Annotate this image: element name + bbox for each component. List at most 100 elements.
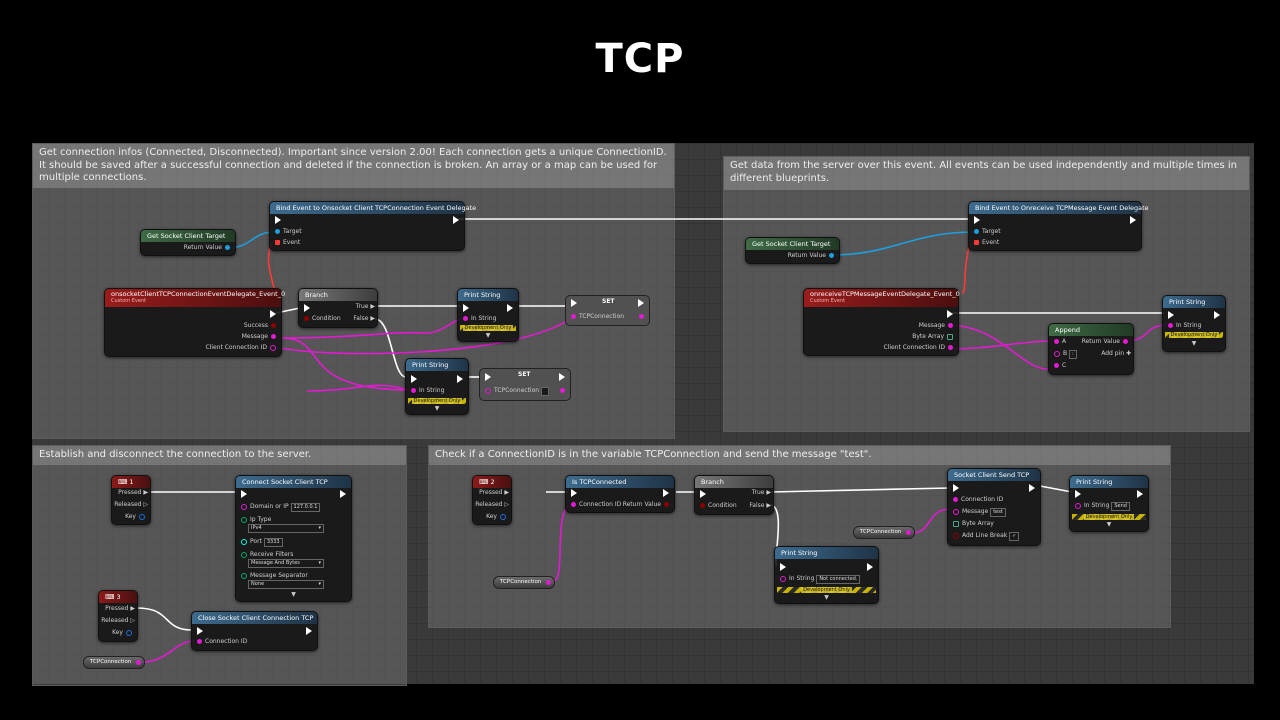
released-pin[interactable]: Released ▷ [475,501,509,508]
return-value-pin[interactable]: Return Value [1082,338,1131,345]
return-value-pin[interactable]: Return Value [623,501,672,508]
add-pin-button[interactable]: Add pin ✚ [1101,350,1131,357]
output-pin[interactable] [636,313,647,320]
socket-client-send-tcp-node[interactable]: Socket Client Send TCP Connection ID Mes… [947,468,1041,546]
byte-array-pin[interactable]: Byte Array [950,520,994,527]
target-pin[interactable]: Target [971,228,1001,235]
connection-id-pin[interactable]: Connection ID [950,496,1003,503]
domain-or-ip-pin[interactable]: Domain or IP 127.0.0.1 [238,503,321,512]
exec-out-icon[interactable] [1137,490,1143,498]
set-tcpconnection-node[interactable]: SET TCPConnection [479,368,571,401]
tcpconnection-variable[interactable]: TCPConnection [853,526,915,539]
print-string-node[interactable]: Print String In String Not connected. De… [774,546,879,604]
message-input[interactable]: test [990,508,1006,517]
key-1-event-node[interactable]: ⌨ 1 Pressed ▶ Released ▷ Key [111,475,151,525]
in-string-pin[interactable]: In String [1165,322,1201,329]
bind-event-connection-node[interactable]: Bind Event to Onsocket Client TCPConnect… [269,201,476,251]
exec-in-icon[interactable] [411,375,417,383]
exec-in-icon[interactable] [275,216,281,224]
pressed-pin[interactable]: Pressed ▶ [118,489,148,496]
c-pin[interactable]: C [1051,362,1066,369]
exec-out-icon[interactable] [663,489,669,497]
client-connection-id-pin[interactable]: Client Connection ID [883,344,956,351]
key-2-event-node[interactable]: ⌨ 2 Pressed ▶ Released ▷ Key [472,475,512,525]
message-pin[interactable]: Message [242,333,279,340]
condition-pin[interactable]: Condition [301,315,341,322]
exec-out-icon[interactable] [638,299,644,307]
exec-out-icon[interactable] [306,627,312,635]
key-3-event-node[interactable]: ⌨ 3 Pressed ▶ Released ▷ Key [98,590,138,642]
add-line-break-checkbox[interactable]: ✓ [1009,532,1020,541]
byte-array-pin[interactable]: Byte Array [912,333,956,340]
exec-out-icon[interactable] [1130,216,1136,224]
exec-out-icon[interactable] [270,310,276,318]
close-socket-client-connection-node[interactable]: Close Socket Client Connection TCP Conne… [191,611,318,651]
receive-filters-select[interactable]: Message And Bytes▾ [248,559,324,568]
tcpconnection-pin[interactable]: TCPConnection [482,387,549,396]
exec-in-icon[interactable] [1168,311,1174,319]
separator-select[interactable]: None▾ [248,580,324,589]
print-string-node[interactable]: Print String In String Send Development … [1069,475,1149,532]
port-pin[interactable]: Port 3333 [238,538,283,547]
event-pin[interactable]: Event [272,239,300,246]
connection-id-pin[interactable]: Connection ID [194,638,247,645]
port-input[interactable]: 3333 [263,538,283,547]
receive-filters-pin[interactable]: Receive Filters [238,551,293,558]
false-pin[interactable]: False ▶ [353,315,375,322]
message-event-node[interactable]: onreceiveTCPMessageEventDelegate_Event_0… [803,288,960,356]
ip-type-select[interactable]: IPv4▾ [248,524,324,533]
bind-event-message-node[interactable]: Bind Event to Onreceive TCPMessage Event… [968,201,1149,251]
print-string-node[interactable]: Print String In String Development Only … [1162,295,1226,352]
return-value-pin[interactable]: Return Value [184,244,233,251]
exec-out-icon[interactable] [340,490,346,498]
exec-in-icon[interactable] [700,490,706,498]
condition-pin[interactable]: Condition [697,502,737,509]
append-node[interactable]: Append A Return Value B : Add pin ✚ C [1048,323,1134,375]
exec-in-icon[interactable] [974,216,980,224]
in-string-pin[interactable]: In String [460,315,496,322]
connect-socket-client-tcp-node[interactable]: Connect Socket Client TCP Domain or IP 1… [235,475,352,602]
chevron-down-icon[interactable]: ▼ [434,405,440,412]
message-pin[interactable]: Message [919,322,956,329]
key-pin[interactable]: Key [112,629,135,636]
branch-node[interactable]: Branch True ▶ Condition False ▶ [694,475,774,515]
exec-out-icon[interactable] [1029,484,1035,492]
exec-in-icon[interactable] [463,304,469,312]
exec-out-icon[interactable] [507,304,513,312]
exec-in-icon[interactable] [241,490,247,498]
tcpconnection-variable[interactable]: TCPConnection [83,656,145,669]
add-line-break-pin[interactable]: Add Line Break ✓ [950,532,1020,541]
false-pin[interactable]: False ▶ [749,502,771,509]
exec-in-icon[interactable] [571,489,577,497]
ip-type-pin[interactable]: Ip Type [238,516,271,523]
exec-in-icon[interactable] [571,299,577,307]
target-pin[interactable]: Target [272,228,302,235]
pressed-pin[interactable]: Pressed ▶ [105,605,135,612]
domain-input[interactable]: 127.0.0.1 [290,503,321,512]
a-pin[interactable]: A [1051,338,1066,345]
exec-out-icon[interactable] [453,216,459,224]
exec-in-icon[interactable] [780,563,786,571]
exec-out-icon[interactable] [559,373,565,381]
released-pin[interactable]: Released ▷ [114,501,148,508]
event-pin[interactable]: Event [971,239,999,246]
true-pin[interactable]: True ▶ [356,303,375,310]
blueprint-graph[interactable]: Get connection infos (Connected, Disconn… [32,143,1254,686]
get-socket-client-target-node[interactable]: Get Socket Client Target Return Value [745,237,840,264]
is-tcpconnected-node[interactable]: Is TCPConnected Connection ID Return Val… [565,475,675,513]
set-tcpconnection-node[interactable]: SET TCPConnection [565,295,650,326]
chevron-down-icon[interactable]: ▼ [485,332,491,339]
branch-node[interactable]: Branch True ▶ Condition False ▶ [298,288,378,328]
exec-out-icon[interactable] [867,563,873,571]
true-pin[interactable]: True ▶ [752,489,771,496]
in-string-input[interactable]: Not connected. [816,575,861,584]
separator-pin[interactable]: Message Separator [238,572,308,579]
exec-in-icon[interactable] [197,627,203,635]
exec-out-icon[interactable] [947,310,953,318]
print-string-node[interactable]: Print String In String Development Only … [457,288,519,342]
chevron-down-icon[interactable]: ▼ [1191,340,1197,347]
exec-out-icon[interactable] [457,375,463,383]
ip-type-dropdown[interactable]: IPv4▾ [248,524,324,533]
tcpconnection-variable[interactable]: TCPConnection [493,576,555,589]
return-value-pin[interactable]: Return Value [788,252,837,259]
